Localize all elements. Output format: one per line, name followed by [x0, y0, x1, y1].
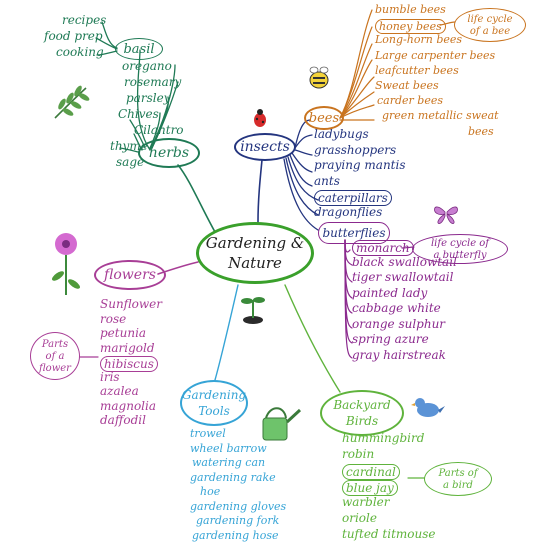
tools-item: trowel [190, 427, 226, 440]
herbs-basil-item: food prep [44, 29, 103, 43]
flower-parts-line2: of a [45, 350, 65, 362]
bees-item: Long-horn bees [375, 33, 463, 47]
flower-parts-line3: flower [39, 362, 71, 374]
flowers-label: flowers [104, 267, 156, 283]
birds-item: tufted titmouse [342, 527, 436, 541]
ladybug-icon [254, 109, 266, 127]
herbs-item: sage [116, 155, 145, 169]
herbs-label: herbs [148, 145, 190, 161]
insects-item: grasshoppers [314, 142, 397, 157]
basil-label: basil [123, 41, 155, 57]
herbs-basil-item: recipes [62, 13, 107, 27]
herbs-item: Cilantro [134, 123, 184, 137]
butterflies-item: orange sulphur [352, 316, 446, 331]
birds-label-line2: Birds [345, 414, 379, 428]
flowers-item: rose [100, 311, 127, 326]
tools-item: watering can [192, 456, 266, 469]
insects-item: praying mantis [314, 158, 406, 172]
flowers-item: hibiscus [100, 356, 158, 372]
butterflies-item: spring azure [352, 332, 429, 346]
bees-item: honey bees [375, 19, 446, 35]
bees-item: green metallic sweat [382, 109, 499, 123]
bee-life-cycle-line2: of a bee [469, 25, 511, 37]
insects-label: insects [240, 139, 290, 155]
bee-icon [309, 66, 329, 89]
bees-item: carder bees [377, 94, 443, 108]
herbs-item: oregano [122, 59, 172, 73]
butterfly-life-cycle-line2: a butterfly [433, 249, 487, 261]
tools-node: Gardening Tools [180, 380, 248, 426]
bee-life-cycle-line1: life cycle [467, 13, 513, 25]
center-node: Gardening & Nature [196, 222, 314, 284]
birds-label-line1: Backyard [333, 398, 391, 412]
herbs-node: herbs [138, 138, 200, 168]
butterflies-item: monarch [352, 240, 414, 256]
flowers-item: iris [100, 369, 120, 384]
herbs-item: thyme [110, 139, 148, 153]
birds-item: cardinal [342, 464, 400, 480]
flower-parts-line1: Parts [41, 338, 69, 350]
flowers-item: marigold [100, 340, 155, 355]
bees-label: bees [308, 110, 340, 126]
center-label-line1: Gardening & [205, 234, 305, 252]
birds-item: robin [342, 447, 375, 461]
birds-item: warbler [342, 495, 390, 509]
insects-item: ladybugs [314, 127, 369, 141]
bees-item: Large carpenter bees [375, 48, 496, 62]
insects-node: insects [234, 133, 296, 161]
center-label-line2: Nature [228, 254, 282, 272]
insects-item: dragonflies [314, 204, 383, 219]
flowers-item: daffodil [100, 413, 146, 427]
tools-item: gardening hose [192, 528, 279, 542]
bees-item: bumble bees [375, 3, 446, 16]
butterflies-item: gray hairstreak [352, 347, 446, 362]
butterfly-icon [434, 206, 458, 225]
bird-parts-line1: Parts of [438, 467, 478, 479]
insects-item: caterpillars [314, 190, 392, 206]
birds-item: blue jay [342, 480, 398, 496]
bee-life-cycle-node: life cycle of a bee [454, 8, 526, 42]
tools-item: gardening rake [190, 470, 276, 484]
insects-item: ants [314, 173, 340, 188]
bees-item: bees [468, 124, 494, 138]
bees-item: Sweat bees [375, 79, 439, 92]
flowers-item: magnolia [100, 398, 156, 413]
butterflies-item: painted lady [352, 285, 428, 300]
bird-icon [411, 398, 445, 417]
birds-item: oriole [342, 511, 377, 525]
flowers-item: petunia [100, 326, 147, 340]
butterflies-label: butterflies [322, 226, 386, 240]
flowers-item: azalea [100, 384, 139, 398]
herbs-item: parsley [126, 91, 171, 105]
herb-sprig-icon [54, 85, 90, 119]
herbs-basil-item: cooking [56, 45, 104, 59]
flowers-node: flowers [94, 260, 166, 290]
herbs-item: Chives [118, 107, 159, 121]
birds-item: hummingbird [342, 431, 425, 445]
bird-parts-line2: a bird [443, 479, 473, 491]
butterflies-item: black swallowtail [352, 254, 457, 269]
flower-parts-node: Parts of a flower [30, 332, 80, 380]
basil-node: basil [115, 38, 163, 60]
flowers-item: Sunflower [100, 297, 163, 311]
tools-item: gardening fork [196, 514, 280, 527]
bees-item: leafcutter bees [375, 63, 459, 77]
tools-item: gardening gloves [190, 499, 287, 513]
tools-label-line1: Gardening [181, 388, 247, 402]
butterflies-item: tiger swallowtail [352, 270, 454, 284]
seedling-icon [241, 297, 265, 324]
flower-icon [52, 233, 80, 295]
butterfly-life-cycle-line1: life cycle of [430, 237, 490, 249]
bird-parts-node: Parts of a bird [424, 462, 492, 496]
birds-node: Backyard Birds [320, 390, 404, 436]
bees-node: bees [304, 106, 344, 130]
tools-item: hoe [200, 485, 221, 498]
tools-label-line2: Tools [198, 404, 230, 418]
herbs-item: rosemary [124, 75, 182, 89]
butterflies-item: cabbage white [352, 301, 441, 315]
watering-can-icon [262, 407, 302, 441]
tools-item: wheel barrow [190, 441, 267, 455]
